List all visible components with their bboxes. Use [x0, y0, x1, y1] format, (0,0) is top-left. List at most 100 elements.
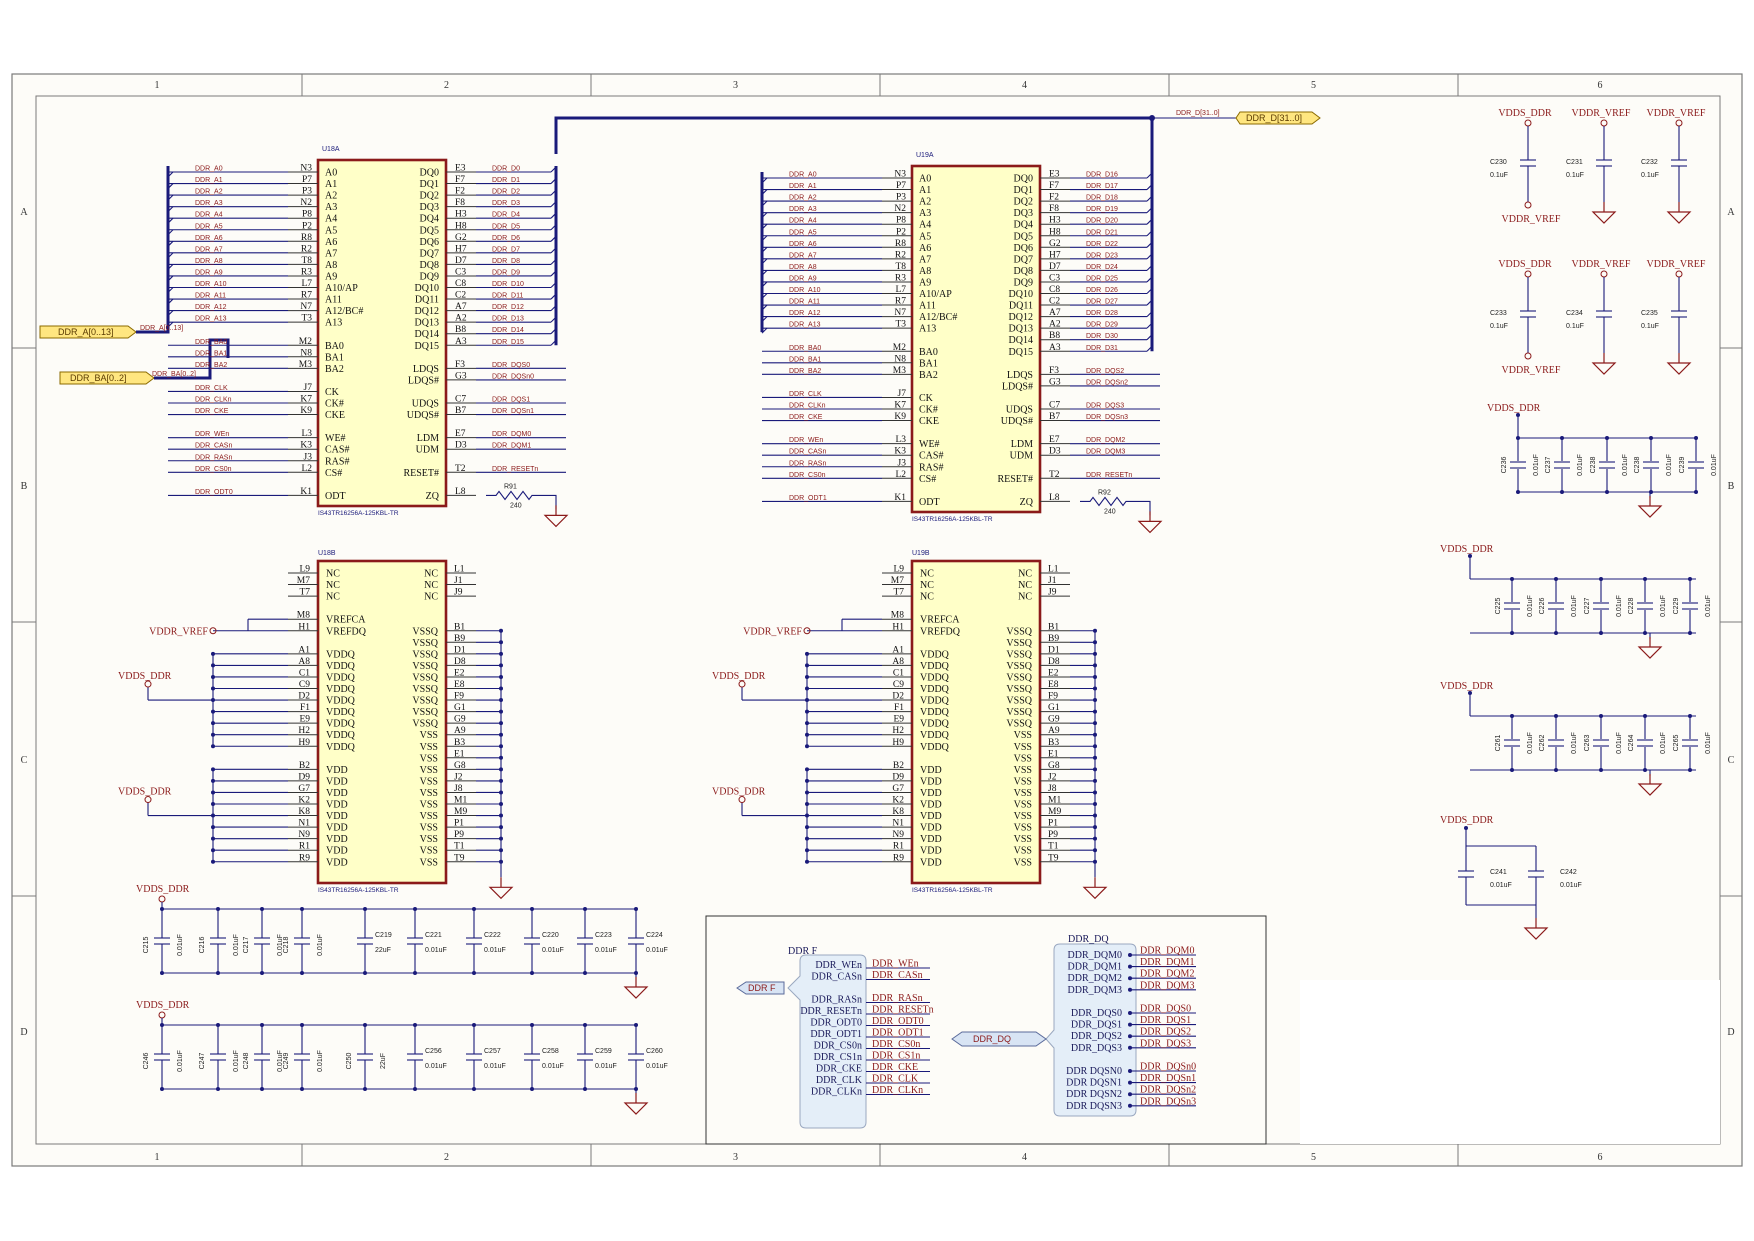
net-label: DDR_D15 — [492, 339, 524, 346]
sheet-frame — [705, 915, 1267, 1145]
pin-number: L8 — [455, 487, 466, 497]
vdds-label: VDDS_DDR — [118, 787, 172, 798]
pin-name: A1 — [919, 185, 931, 196]
ba-port — [59, 371, 155, 385]
net-label: DDR_D13 — [492, 316, 524, 323]
ground-symbol — [623, 977, 649, 999]
sheet-pin-name: DDR_CKE — [816, 1064, 862, 1075]
pin-name: NC — [424, 592, 438, 603]
pin-number: L9 — [299, 565, 310, 575]
pin-name: VSS — [420, 788, 438, 799]
net-label: DDR_A11 — [789, 299, 820, 306]
pin-number: D2 — [892, 692, 904, 702]
sheet-title: DDR F — [788, 946, 818, 957]
pin-name: VDD — [920, 765, 942, 776]
cap-value: 0.01uF — [317, 934, 324, 956]
junction-dot — [530, 1087, 534, 1091]
capacitor — [524, 1053, 540, 1061]
pin-name: VDD — [920, 846, 942, 857]
pin-number: A3 — [455, 337, 467, 347]
pin-name: VSSQ — [412, 719, 438, 730]
cap-refdes: C215 — [143, 937, 150, 954]
pin-name: UDM — [416, 445, 439, 456]
cap-value: 0.1uF — [1490, 323, 1508, 330]
pin-number: R1 — [893, 842, 904, 852]
bus-entry — [761, 189, 768, 195]
pin-number: C9 — [893, 680, 904, 690]
junction-dot — [530, 907, 534, 911]
sheet-net-label: DDR_WEn — [872, 959, 919, 970]
bus-entry — [761, 293, 768, 299]
pin-number: B7 — [1049, 412, 1060, 422]
junction-dot — [1560, 436, 1564, 440]
zone-col-bottom: 1 — [155, 1152, 160, 1163]
pin-number: H9 — [298, 738, 310, 748]
pin-name: VSSQ — [412, 707, 438, 718]
pin-number: N1 — [298, 819, 310, 829]
bus-entry — [761, 200, 768, 207]
net-label: DDR_DQSn2 — [1086, 379, 1128, 386]
net-label: DDR_A9 — [195, 269, 223, 276]
zone-row-right: D — [1727, 1027, 1734, 1038]
net-label: DDR_A5 — [789, 229, 817, 236]
pin-number: P8 — [302, 210, 312, 220]
pin-name: DQ11 — [1009, 301, 1033, 312]
pin-number: K1 — [894, 493, 906, 503]
ic-u19a: U19AIS43TR16256A-125KBL-TRA0N3DDR_A0A1P7… — [789, 152, 1132, 523]
sheet-net-label: DDR_DQS0 — [1140, 1004, 1191, 1015]
pin-name: DQ12 — [1009, 312, 1033, 323]
ground-triangle — [488, 886, 514, 900]
net-label: DDR_D5 — [492, 223, 520, 230]
pin-name: VSSQ — [412, 696, 438, 707]
cap-refdes: C224 — [646, 932, 663, 939]
pin-number: P2 — [302, 221, 312, 231]
pin-number: D7 — [455, 256, 467, 266]
pin-name: VDD — [326, 788, 348, 799]
pin-name: DQ5 — [1014, 231, 1033, 242]
net-label: DDR_D0 — [492, 166, 520, 173]
junction-dot — [472, 1087, 476, 1091]
junction-dot — [1605, 490, 1609, 494]
net-label: DDR_DQM3 — [1086, 449, 1125, 456]
pin-name: VDDQ — [326, 684, 356, 695]
cap-refdes: C234 — [1566, 310, 1583, 317]
cap-refdes: C242 — [1560, 869, 1577, 876]
pin-name: RESET# — [997, 474, 1033, 485]
pin-name: VDD — [326, 823, 348, 834]
pin-name: VDD — [920, 788, 942, 799]
pin-name: VSS — [1014, 811, 1032, 822]
addr-port-label: DDR_A[0..13] — [58, 327, 114, 337]
junction-dot — [634, 907, 638, 911]
pin-name: DQ13 — [415, 318, 439, 329]
pin-name: VSS — [420, 765, 438, 776]
pin-number: F9 — [1048, 692, 1058, 702]
left-ports: DDR_A[0..13]DDR_A[0..13]DDR_BA[0..2]DDR_… — [39, 316, 230, 385]
pin-number: H9 — [892, 738, 904, 748]
pin-number: B2 — [893, 761, 904, 771]
net-label: DDR_A6 — [195, 235, 223, 242]
vdds-terminal — [144, 680, 152, 688]
junction-dot — [1516, 413, 1520, 417]
pin-name: A10/AP — [919, 289, 952, 300]
junction-dot — [1554, 714, 1558, 718]
pin-number: N9 — [298, 830, 310, 840]
pin-number: N2 — [300, 198, 312, 208]
zone-col-bottom: 5 — [1311, 1152, 1316, 1163]
cap-value: 0.01uF — [646, 947, 668, 954]
pin-number: F7 — [1049, 181, 1059, 191]
pin-name: DQ12 — [415, 306, 439, 317]
sheet-pin-name: DDR_WEn — [815, 960, 862, 971]
pin-name: BA2 — [325, 364, 344, 375]
pin-name: VSS — [1014, 776, 1032, 787]
pin-number: A8 — [298, 657, 310, 667]
bus-entry — [167, 171, 174, 178]
bus-entry — [761, 304, 768, 311]
pin-name: UDQS# — [1001, 416, 1033, 427]
sheet-pin-name: DDR_DQM0 — [1068, 950, 1122, 961]
cap-value: 0.01uF — [1705, 732, 1712, 754]
cap-refdes: C233 — [1490, 310, 1507, 317]
junction-dot — [216, 907, 220, 911]
sheet-net-label: DDR_CS1n — [872, 1051, 920, 1062]
pin-number: T1 — [454, 842, 465, 852]
pin-name: VDDQ — [326, 672, 356, 683]
